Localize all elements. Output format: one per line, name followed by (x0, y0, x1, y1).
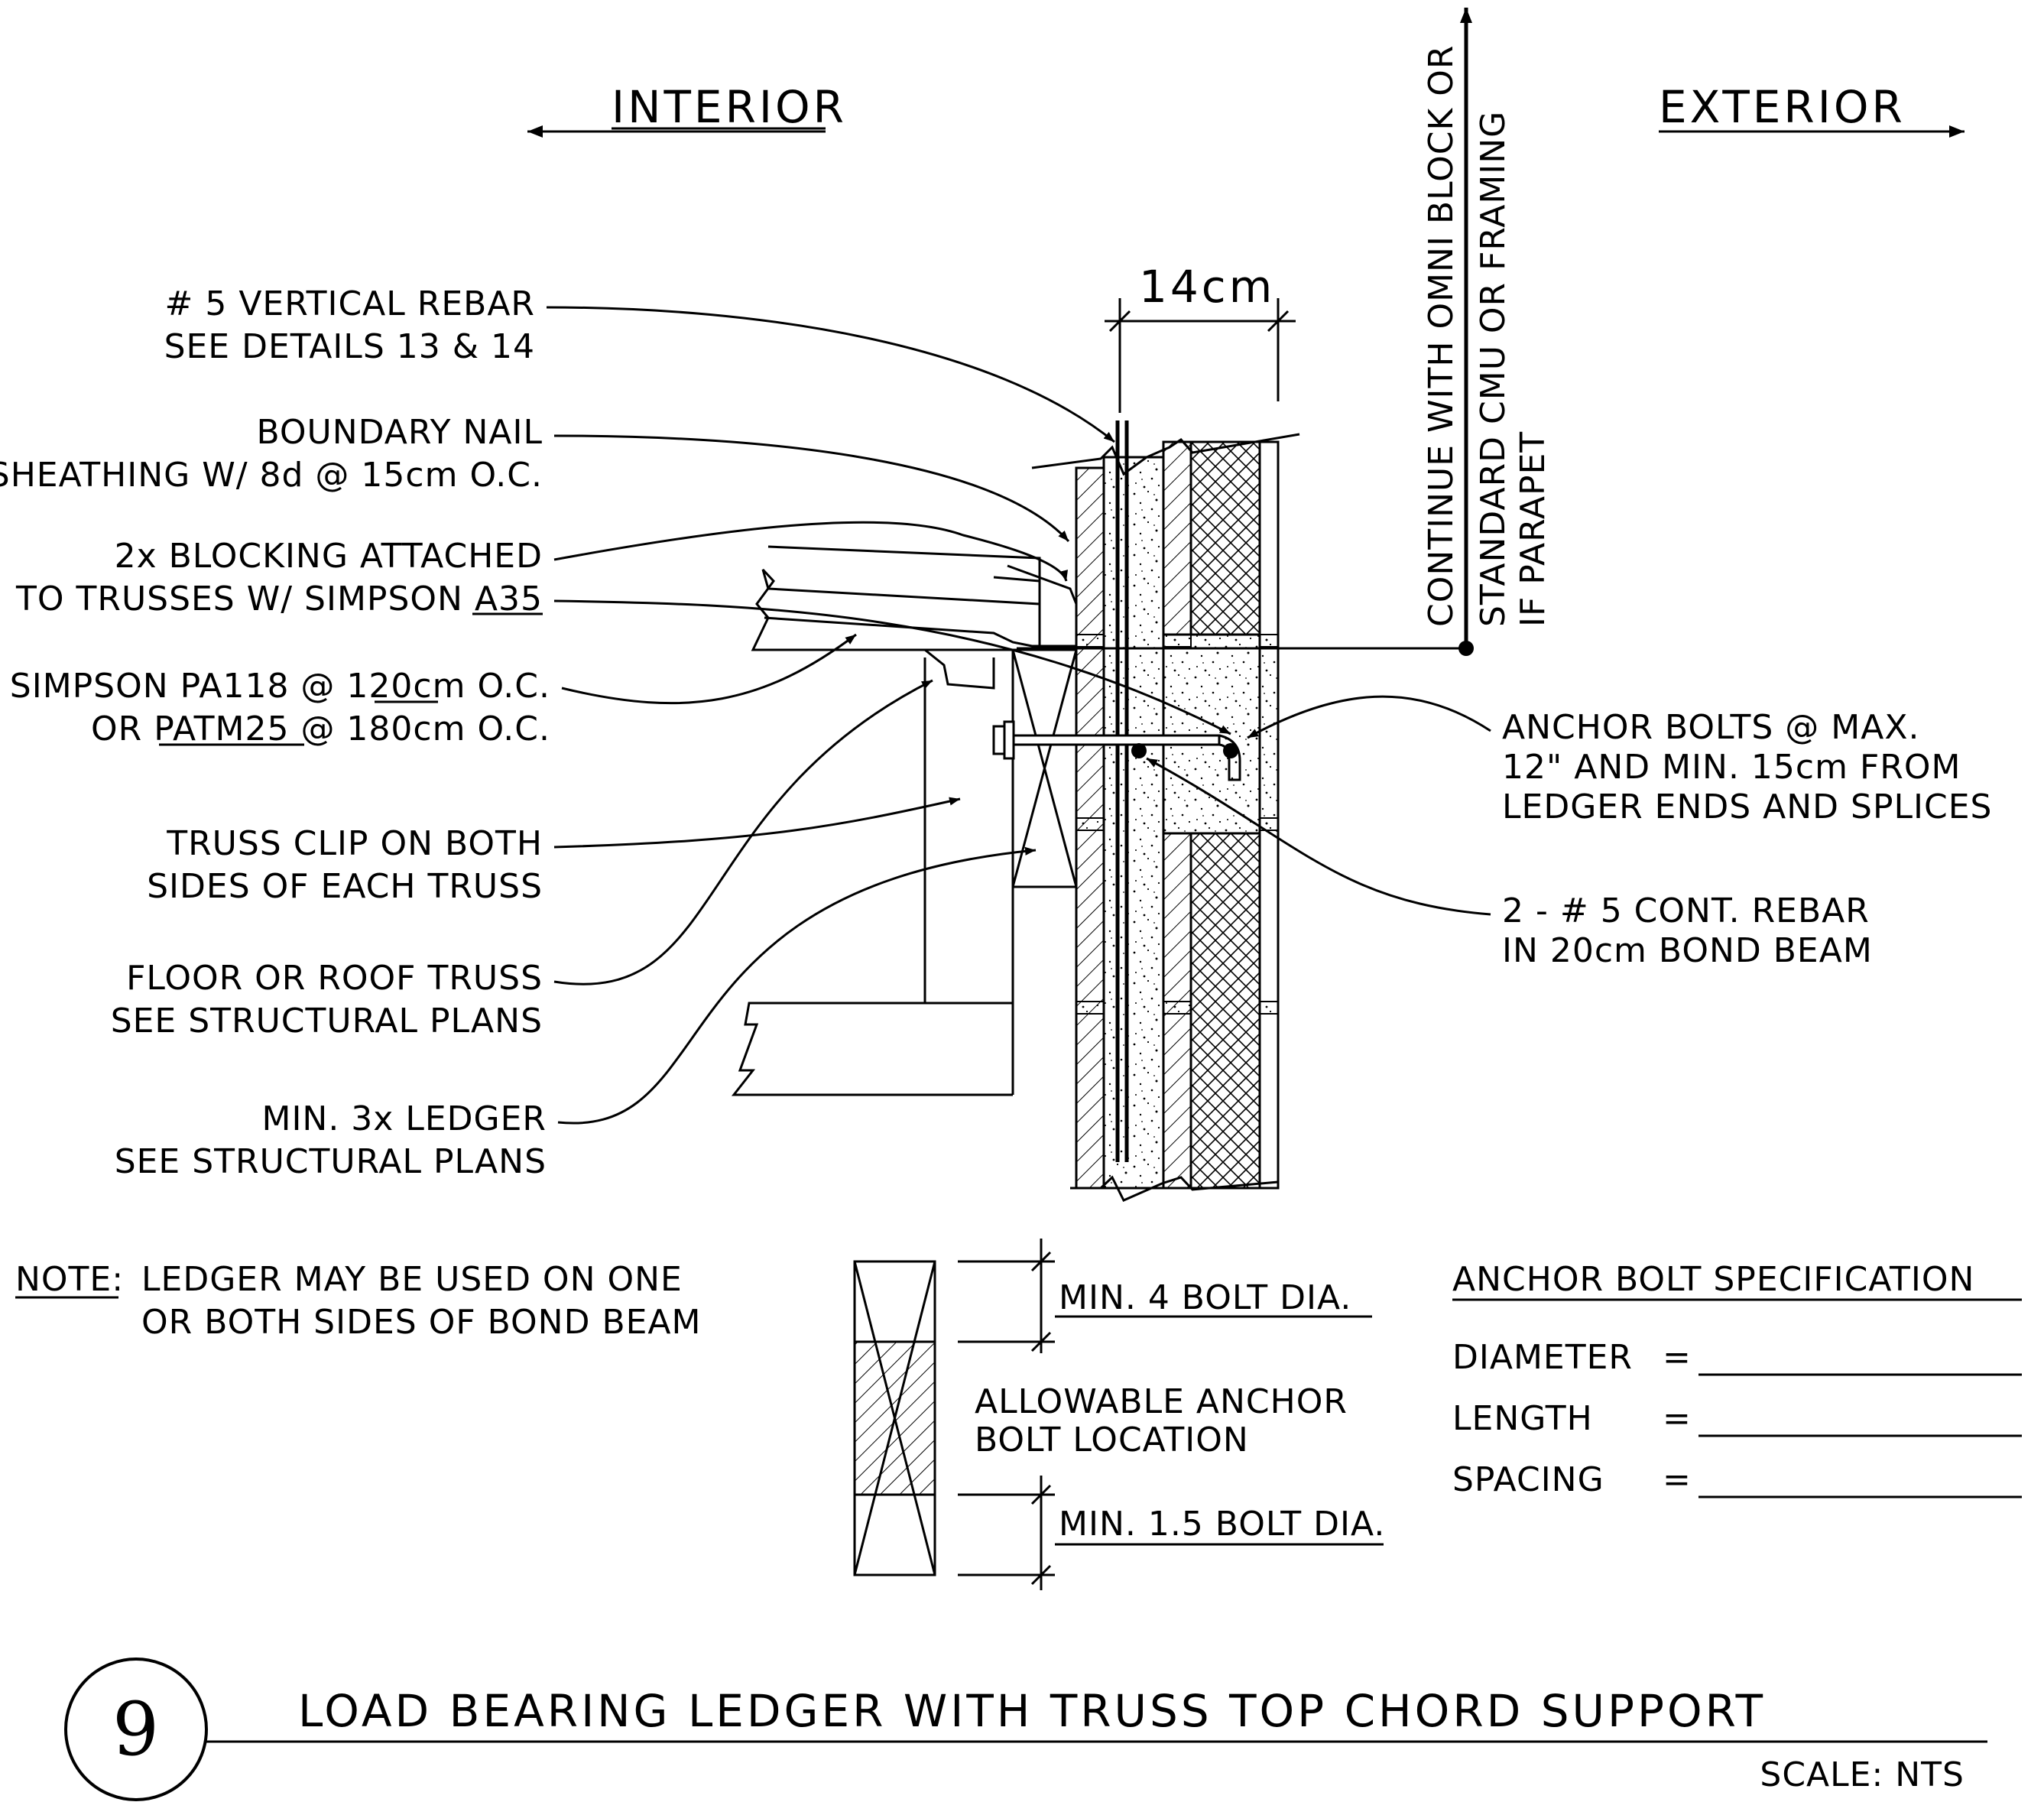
svg-text:SIMPSON PA118 @ 120cm O.C.: SIMPSON PA118 @ 120cm O.C. (10, 667, 550, 706)
parapet-note-line-2: STANDARD CMU OR FRAMING (1474, 111, 1513, 627)
exterior-label: EXTERIOR (1659, 81, 1906, 133)
note-line-1: LEDGER MAY BE USED ON ONE (141, 1260, 683, 1299)
svg-text:=: = (1663, 1460, 1692, 1499)
svg-text:# 5 VERTICAL REBAR: # 5 VERTICAL REBAR (164, 284, 535, 323)
wall-section (1031, 420, 1300, 1202)
svg-text:SEE STRUCTURAL PLANS: SEE STRUCTURAL PLANS (115, 1142, 547, 1181)
callout-anchor-bolts: ANCHOR BOLTS @ MAX. 12" AND MIN. 15cm FR… (1247, 695, 1992, 826)
svg-text:SHEATHING W/ 8d @ 15cm O.C.: SHEATHING W/ 8d @ 15cm O.C. (0, 456, 543, 495)
svg-text:SEE DETAILS 13 & 14: SEE DETAILS 13 & 14 (164, 327, 535, 366)
ledger (1011, 648, 1078, 888)
parapet-note-line-3: IF PARAPET (1514, 431, 1552, 627)
interior-label: INTERIOR (612, 81, 847, 133)
dimension-14cm: 14cm (1105, 261, 1296, 413)
note-line-2: OR BOTH SIDES OF BOND BEAM (141, 1303, 702, 1342)
scale-label: SCALE: NTS (1760, 1755, 1965, 1794)
callout-boundary-nail: BOUNDARY NAIL SHEATHING W/ 8d @ 15cm O.C… (0, 413, 1070, 543)
cont-rebar-1 (1131, 743, 1147, 758)
svg-text:TRUSS CLIP ON BOTH: TRUSS CLIP ON BOTH (166, 824, 543, 863)
svg-text:LENGTH: LENGTH (1452, 1399, 1593, 1438)
callout-truss-clip: TRUSS CLIP ON BOTH SIDES OF EACH TRUSS (147, 797, 961, 906)
allowable-location-line-1: ALLOWABLE ANCHOR (975, 1382, 1348, 1421)
callout-floor-truss: FLOOR OR ROOF TRUSS SEE STRUCTURAL PLANS (111, 679, 933, 1041)
allowable-location-line-2: BOLT LOCATION (975, 1421, 1249, 1459)
dimension-label: 14cm (1139, 261, 1275, 313)
right-callouts: ANCHOR BOLTS @ MAX. 12" AND MIN. 15cm FR… (1146, 695, 1992, 970)
callout-ledger: MIN. 3x LEDGER SEE STRUCTURAL PLANS (115, 846, 1037, 1181)
detail-title: LOAD BEARING LEDGER WITH TRUSS TOP CHORD… (298, 1685, 1766, 1737)
datum-dot (1458, 641, 1474, 656)
interior-arrow: INTERIOR (527, 81, 847, 138)
parapet-note: CONTINUE WITH OMNI BLOCK OR STANDARD CMU… (1017, 8, 1552, 656)
title-block: 9 LOAD BEARING LEDGER WITH TRUSS TOP CHO… (64, 1658, 1987, 1801)
callout-blocking: 2x BLOCKING ATTACHED TO TRUSSES W/ SIMPS… (15, 521, 1231, 735)
svg-text:SPACING: SPACING (1452, 1460, 1604, 1499)
svg-text:LEDGER ENDS AND SPLICES: LEDGER ENDS AND SPLICES (1502, 787, 1992, 826)
svg-text:BOUNDARY NAIL: BOUNDARY NAIL (257, 413, 543, 452)
parapet-note-line-1: CONTINUE WITH OMNI BLOCK OR (1422, 45, 1461, 627)
note-label: NOTE: (15, 1260, 124, 1299)
detail-number: 9 (112, 1687, 160, 1772)
svg-text:=: = (1663, 1338, 1692, 1377)
anchor-bolt (992, 734, 1221, 746)
min-1-5-bolt-dia-label: MIN. 1.5 BOLT DIA. (1059, 1505, 1385, 1544)
svg-text:IN 20cm BOND BEAM: IN 20cm BOND BEAM (1502, 931, 1873, 970)
svg-text:TO TRUSSES W/ SIMPSON A35: TO TRUSSES W/ SIMPSON A35 (15, 580, 543, 619)
ledger-note: NOTE: LEDGER MAY BE USED ON ONE OR BOTH … (15, 1260, 702, 1342)
spec-row-length: LENGTH = (1452, 1399, 2022, 1438)
callout-vertical-rebar: # 5 VERTICAL REBAR SEE DETAILS 13 & 14 (164, 284, 1115, 443)
svg-text:2x BLOCKING ATTACHED: 2x BLOCKING ATTACHED (115, 537, 543, 576)
exterior-arrow: EXTERIOR (1659, 81, 1965, 138)
svg-text:12" AND MIN. 15cm FROM: 12" AND MIN. 15cm FROM (1502, 748, 1961, 787)
left-callouts: # 5 VERTICAL REBAR SEE DETAILS 13 & 14 B… (0, 284, 1231, 1181)
svg-text:MIN. 3x LEDGER: MIN. 3x LEDGER (261, 1099, 547, 1138)
svg-text:FLOOR OR ROOF TRUSS: FLOOR OR ROOF TRUSS (126, 959, 543, 998)
ledger-assembly (731, 545, 1241, 1096)
callout-simpson-pa118: SIMPSON PA118 @ 120cm O.C. OR PATM25 @ 1… (10, 633, 857, 748)
detail-number-circle (64, 1658, 208, 1801)
cont-rebar-2 (1223, 743, 1238, 758)
spec-row-diameter: DIAMETER = (1452, 1338, 2022, 1377)
svg-text:OR PATM25 @ 180cm O.C.: OR PATM25 @ 180cm O.C. (91, 709, 550, 748)
bolt-location-diagram: MIN. 4 BOLT DIA. ALLOWABLE ANCHOR BOLT L… (853, 1239, 1385, 1590)
spec-title: ANCHOR BOLT SPECIFICATION (1452, 1260, 1974, 1299)
svg-text:ANCHOR BOLTS @ MAX.: ANCHOR BOLTS @ MAX. (1502, 708, 1919, 747)
min-4-bolt-dia-label: MIN. 4 BOLT DIA. (1059, 1278, 1351, 1317)
callout-cont-rebar: 2 - # 5 CONT. REBAR IN 20cm BOND BEAM (1146, 757, 1873, 970)
spec-row-spacing: SPACING = (1452, 1460, 2022, 1499)
svg-text:SEE STRUCTURAL PLANS: SEE STRUCTURAL PLANS (111, 1002, 543, 1041)
svg-text:2 - # 5 CONT. REBAR: 2 - # 5 CONT. REBAR (1502, 891, 1870, 930)
anchor-bolt-spec: ANCHOR BOLT SPECIFICATION DIAMETER = LEN… (1452, 1260, 2022, 1499)
svg-text:=: = (1663, 1399, 1692, 1438)
svg-text:SIDES OF EACH TRUSS: SIDES OF EACH TRUSS (147, 867, 543, 906)
svg-text:DIAMETER: DIAMETER (1452, 1338, 1633, 1377)
